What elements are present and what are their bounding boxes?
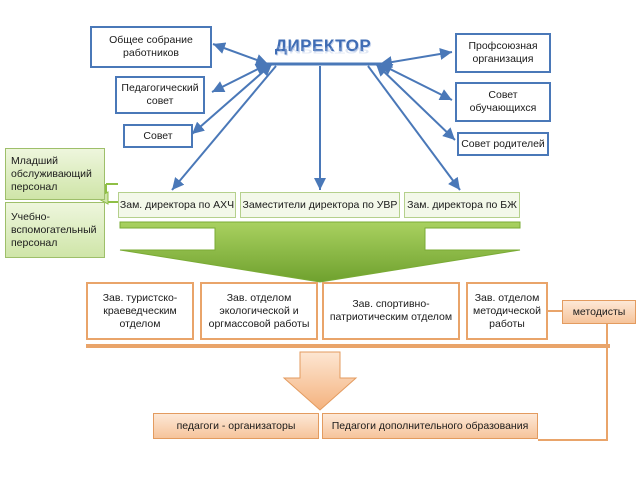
tourism-dept-box: Зав. туристско-краеведческим отделом xyxy=(86,282,194,340)
general-meeting-box: Общее собрание работников xyxy=(90,26,212,68)
deputy-bzh-box: Зам. директора по БЖ xyxy=(404,192,520,218)
sport-dept-box: Зав. спортивно-патриотическим отделом xyxy=(322,282,460,340)
orange-down-arrow xyxy=(282,351,358,411)
director-title: ДИРЕКТОР xyxy=(274,36,372,55)
junior-staff-box: Младший обслуживающий персонал xyxy=(5,148,105,200)
green-down-arrow xyxy=(119,221,521,283)
methodists-box: методисты xyxy=(562,300,636,324)
deputy-uvr-box: Заместители директора по УВР xyxy=(240,192,400,218)
pedagogical-council-box: Педагогический совет xyxy=(115,76,205,114)
support-staff-box: Учебно-вспомогательный персонал xyxy=(5,202,105,258)
students-council-box: Совет обучающихся xyxy=(455,82,551,122)
arrow-students-council xyxy=(379,63,453,101)
ecology-dept-box: Зав. отделом экологической и оргмассовой… xyxy=(200,282,318,340)
arrow-general-meeting xyxy=(212,42,269,66)
director-title-reflection: ДИРЕКТОР xyxy=(276,45,370,56)
arrow-trade-union xyxy=(379,48,453,68)
orange-bar xyxy=(86,344,610,348)
additional-edu-box: Педагоги дополнительного образования xyxy=(322,413,538,439)
arrow-pedagogical-council xyxy=(211,63,269,93)
parents-council-box: Совет родителей xyxy=(457,132,549,156)
trade-union-box: Профсоюзная организация xyxy=(455,33,551,73)
methodical-dept-box: Зав. отделом методической работы xyxy=(466,282,548,340)
organizers-box: педагоги - организаторы xyxy=(153,413,319,439)
deputy-ahch-box: Зам. директора по АХЧ xyxy=(118,192,236,218)
side-bracket xyxy=(105,183,118,203)
council-box: Совет xyxy=(123,124,193,148)
arrow-bzh xyxy=(367,65,461,191)
arrow-parents-council xyxy=(375,63,456,141)
